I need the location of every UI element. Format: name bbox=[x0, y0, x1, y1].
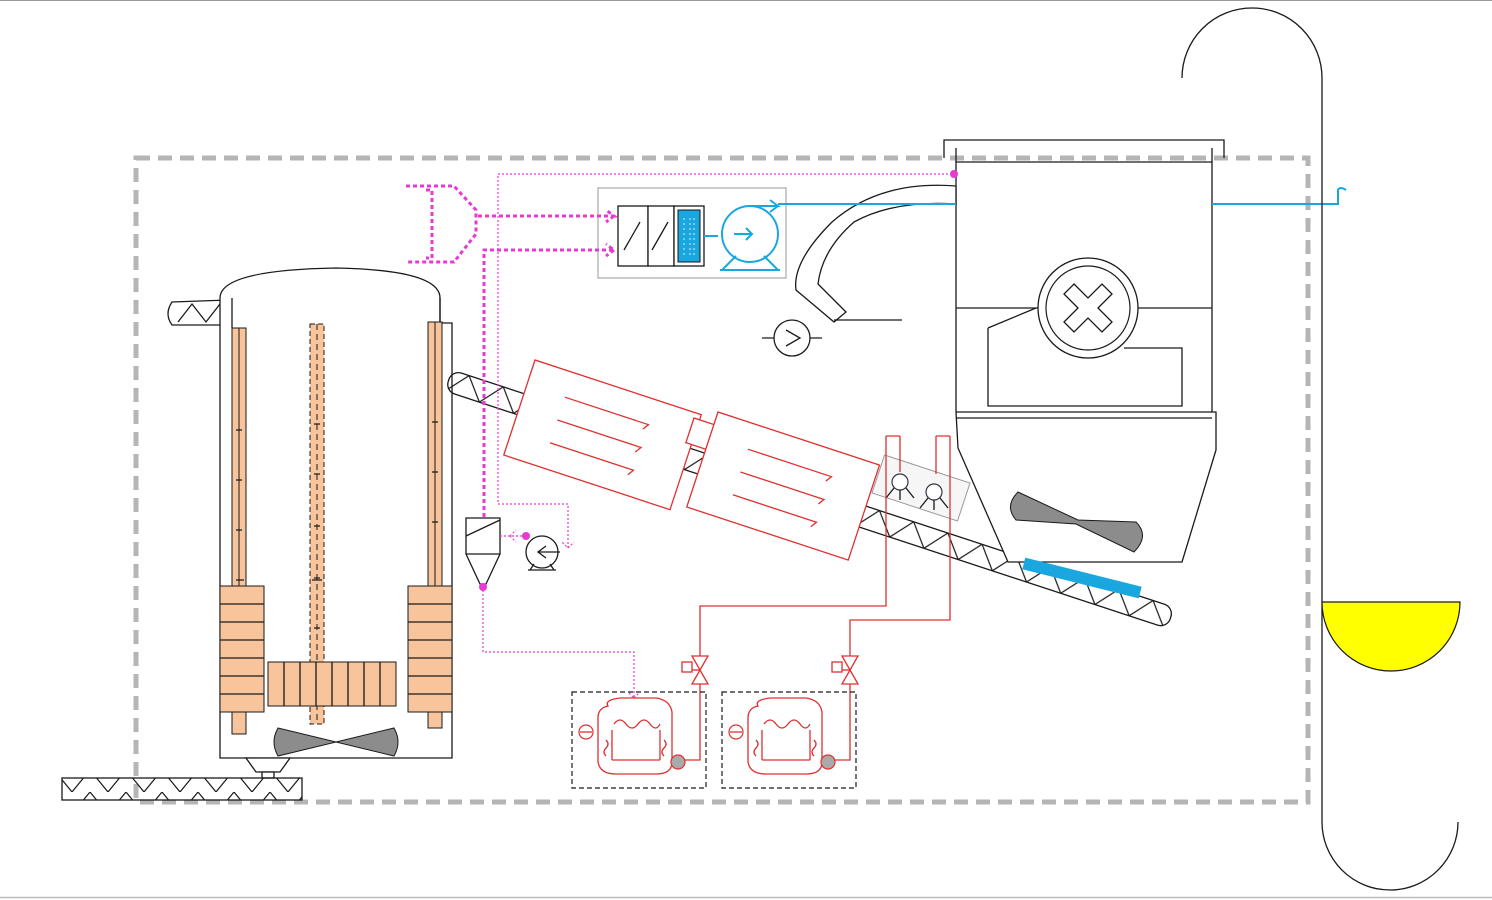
water-line bbox=[750, 199, 956, 213]
spray-nozzle-assembly bbox=[871, 435, 971, 522]
system-boundary bbox=[133, 155, 1311, 805]
expansion-valve-2-icon bbox=[831, 655, 860, 685]
air-duct-2 bbox=[482, 242, 619, 538]
hopper-tower bbox=[943, 139, 1225, 599]
condenser-coil-2 bbox=[685, 411, 881, 561]
right-heater-stack bbox=[407, 585, 453, 729]
compressor-1 bbox=[571, 691, 707, 789]
center-heater-bank bbox=[267, 661, 397, 707]
cyclone-drain-line bbox=[482, 590, 641, 700]
return-loop bbox=[1181, 7, 1459, 891]
left-dryer-vessel bbox=[167, 267, 453, 779]
nozzle-icon bbox=[891, 473, 909, 491]
circulation-pump-icon bbox=[525, 535, 560, 571]
compressor-2 bbox=[721, 691, 857, 789]
rotary-feeder-icon bbox=[1037, 257, 1139, 359]
condenser-coil-1 bbox=[502, 359, 703, 511]
nozzle-icon bbox=[925, 483, 943, 501]
expansion-valve-1-icon bbox=[681, 655, 710, 685]
air-inlet-hood bbox=[406, 184, 478, 264]
air-duct-1 bbox=[478, 208, 619, 224]
dryer-fan-icon bbox=[273, 727, 399, 757]
outlet-screw-conveyor bbox=[61, 777, 303, 801]
chute-pump bbox=[762, 319, 822, 357]
left-heater-stack bbox=[219, 585, 265, 735]
cyclone-separator-icon bbox=[465, 517, 501, 591]
refrigerant-line-2 bbox=[826, 474, 951, 761]
inlet-screw-conveyor bbox=[167, 299, 229, 326]
discharge-chute bbox=[794, 184, 957, 323]
junction-dot bbox=[522, 532, 530, 540]
water-outlet-line bbox=[1212, 187, 1347, 205]
refrigerant-line-1 bbox=[676, 472, 887, 761]
vent-belt bbox=[1022, 557, 1142, 599]
hopper-fan-icon bbox=[1010, 491, 1143, 553]
air-filter-unit bbox=[597, 187, 787, 279]
junction-dot bbox=[950, 170, 958, 178]
flow-arrow bbox=[509, 529, 517, 543]
air-bypass-line bbox=[497, 173, 954, 550]
lamp-icon bbox=[1321, 601, 1461, 672]
